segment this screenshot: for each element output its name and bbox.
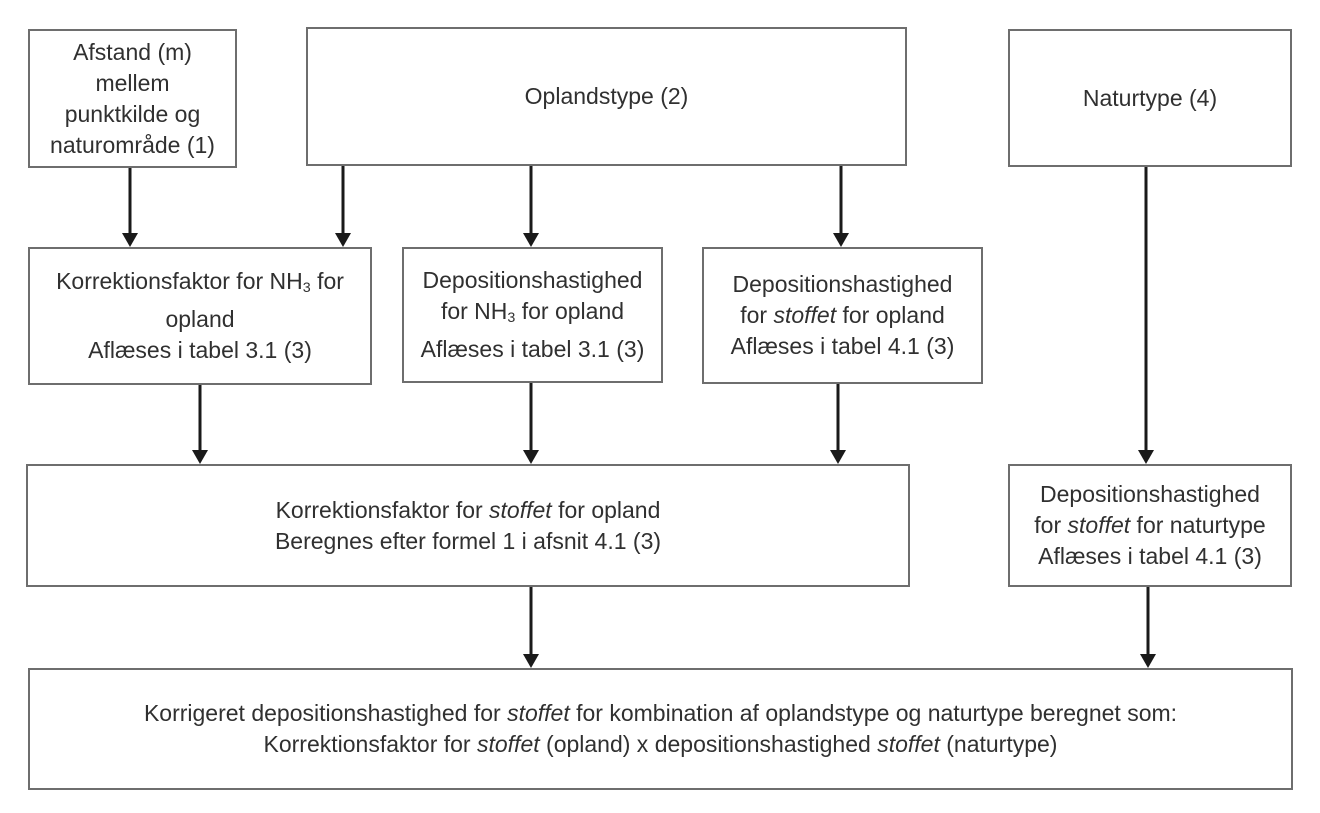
box-text-line: Korrektionsfaktor for stoffet (opland) x… xyxy=(263,731,1058,757)
box-text-line: Korrektionsfaktor for stoffet for opland xyxy=(275,496,661,523)
edge-naturtype-to-deposition-stoffet-naturtype xyxy=(1138,167,1154,464)
edge-afstand-to-korrektionsfaktor-nh3 xyxy=(122,168,138,247)
edge-oplandstype-to-deposition-stoffet-opland xyxy=(833,166,849,247)
box-text-line: Depositionshastighed xyxy=(1040,481,1260,507)
box-text-line: Aflæses i tabel 4.1 (3) xyxy=(1038,543,1262,569)
box-text-line: Aflæses i tabel 4.1 (3) xyxy=(730,333,955,359)
box-text-line: Beregnes efter formel 1 i afsnit 4.1 (3) xyxy=(274,527,662,554)
box-text-line: Oplandstype (2) xyxy=(524,83,689,109)
box-deposition-stoffet-naturtype: Depositionshastighed for stoffet for natu… xyxy=(1008,464,1292,587)
box-text-line: opland xyxy=(165,306,235,333)
box-text-line: for NH3 for opland xyxy=(440,297,625,327)
box-text-line: Korrigeret depositionshastighed for stof… xyxy=(143,700,1178,726)
box-deposition-stoffet-opland: Depositionshastighed for stoffet for opla… xyxy=(702,247,983,384)
box-text-line: mellem xyxy=(95,69,170,96)
box-korrigeret-deposition: Korrigeret depositionshastighed for stof… xyxy=(28,668,1293,790)
edge-korrektionsfaktor-stoffet-to-korrigeret-deposition xyxy=(523,587,539,668)
edge-deposition-stoffet-opland-to-korrektionsfaktor-stoffet xyxy=(830,384,846,464)
box-text-line: Depositionshastighed xyxy=(732,271,953,297)
box-naturtype: Naturtype (4) xyxy=(1008,29,1292,167)
box-text-line: for stoffet for opland xyxy=(740,302,945,328)
box-text-line: punktkilde og xyxy=(64,100,201,127)
edge-oplandstype-to-korrektionsfaktor-nh3 xyxy=(335,166,351,247)
edge-deposition-nh3-to-korrektionsfaktor-stoffet xyxy=(523,383,539,464)
box-text-line: Depositionshastighed xyxy=(422,266,643,293)
edge-korrektionsfaktor-nh3-to-korrektionsfaktor-stoffet xyxy=(192,385,208,464)
box-text-line: Korrektionsfaktor for NH3 for xyxy=(56,267,344,297)
box-text-line: Aflæses i tabel 3.1 (3) xyxy=(420,336,645,363)
edge-deposition-stoffet-naturtype-to-korrigeret-deposition xyxy=(1140,587,1156,668)
box-text-line: Naturtype (4) xyxy=(1082,84,1218,111)
box-text-line: Aflæses i tabel 3.1 (3) xyxy=(88,337,312,364)
box-text-line: for stoffet for naturtype xyxy=(1034,512,1266,538)
box-oplandstype: Oplandstype (2) xyxy=(306,27,907,166)
box-korrektionsfaktor-stoffet: Korrektionsfaktor for stoffet for opland… xyxy=(26,464,910,587)
edge-oplandstype-to-deposition-nh3 xyxy=(523,166,539,247)
box-afstand: Afstand (m) mellem punktkilde og naturområd… xyxy=(28,29,237,168)
box-text-line: Afstand (m) xyxy=(73,38,192,65)
box-text-line: naturområde (1) xyxy=(50,131,215,158)
